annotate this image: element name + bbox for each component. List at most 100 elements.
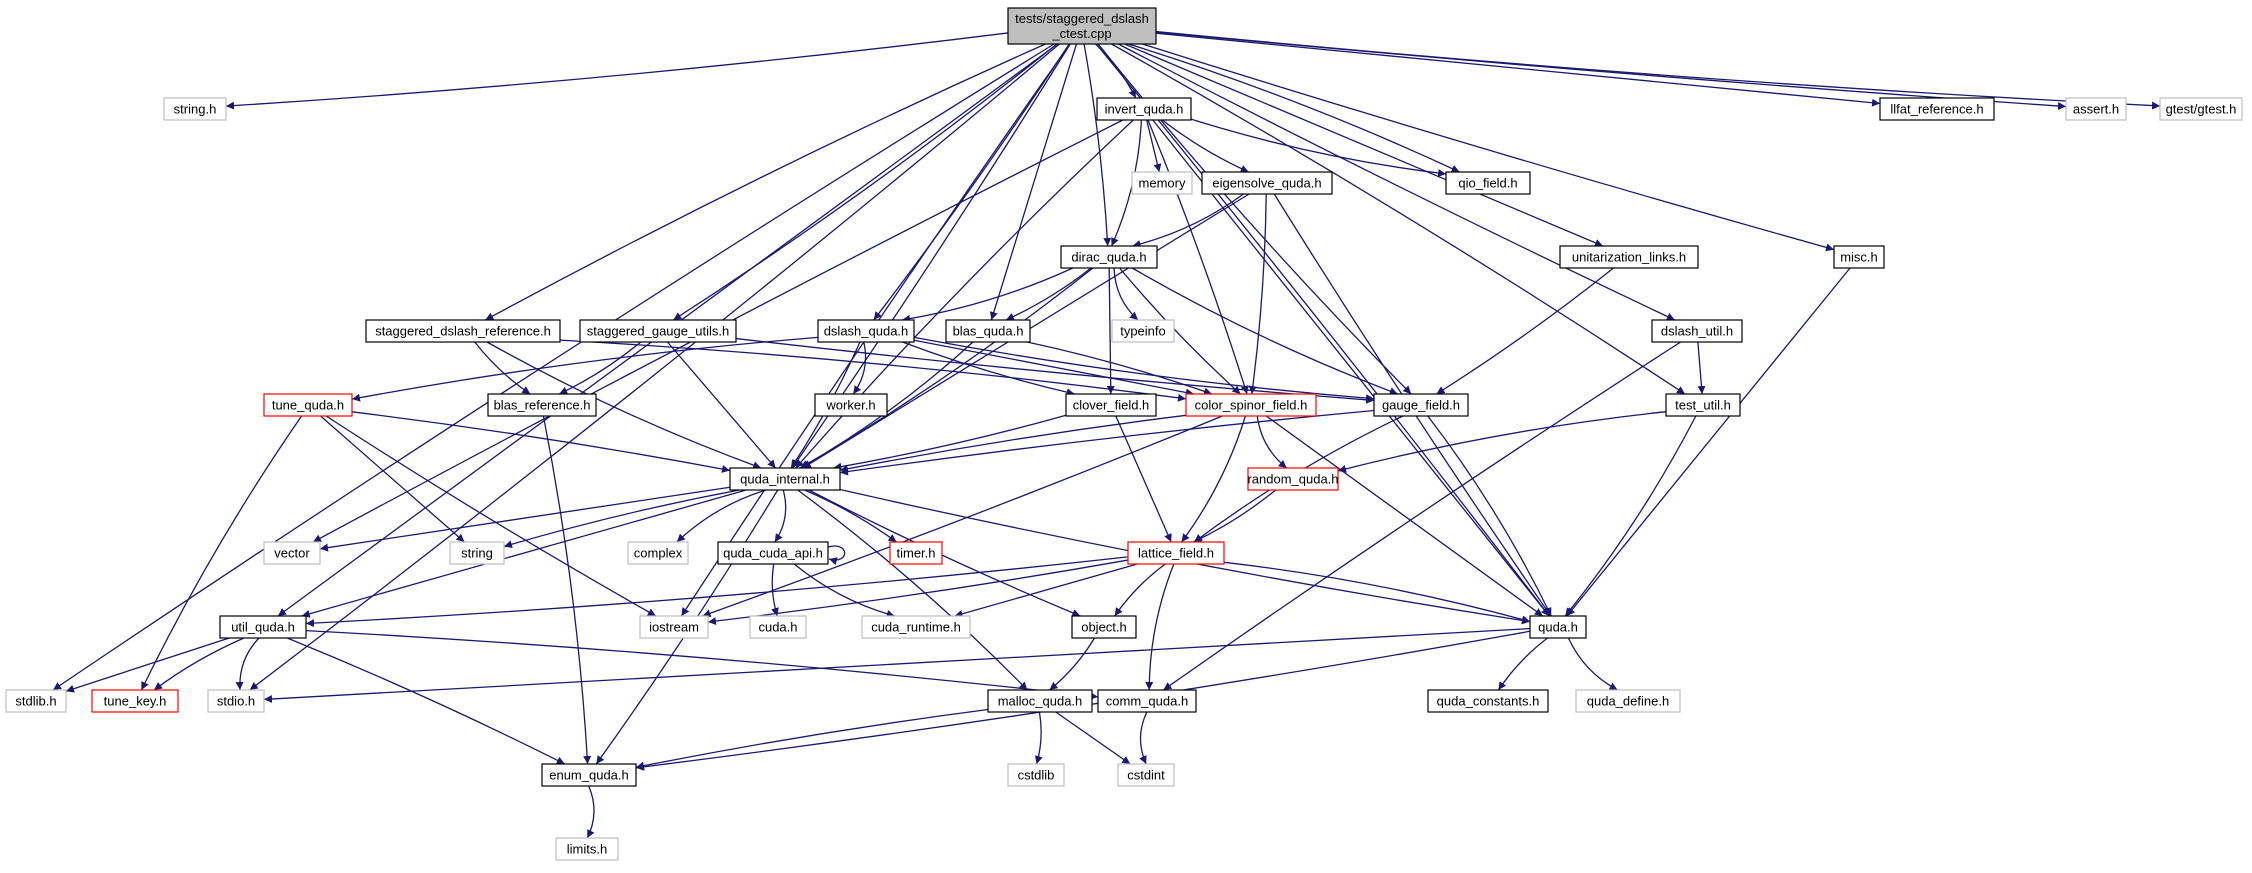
- edge-dirac_quda-to-blas_quda: [1005, 267, 1092, 321]
- node-box: [1529, 615, 1587, 639]
- node-object[interactable]: object.h: [1071, 615, 1137, 639]
- node-label: dslash_quda.h: [824, 324, 909, 339]
- node-string[interactable]: string: [449, 541, 505, 565]
- node-random_quda[interactable]: random_quda.h: [1247, 467, 1339, 491]
- edge-dirac_quda-to-color_spinor_field: [1119, 267, 1241, 395]
- node-string_h[interactable]: string.h: [163, 97, 227, 121]
- edge-unitarization-to-gauge_field: [1436, 267, 1614, 395]
- node-comm_quda[interactable]: comm_quda.h: [1097, 689, 1197, 713]
- node-complex[interactable]: complex: [627, 541, 689, 565]
- node-timer[interactable]: timer.h: [889, 541, 943, 565]
- node-vector[interactable]: vector: [263, 541, 321, 565]
- node-dslash_util[interactable]: dslash_util.h: [1651, 319, 1743, 343]
- edge-quda_cuda_api-to-quda_cuda_api: [827, 545, 846, 566]
- edge-util_quda-to-tune_key: [153, 637, 245, 691]
- edge-color_spinor_field-to-random_quda: [1256, 415, 1288, 469]
- edge-malloc_quda-to-enum_quda: [635, 708, 989, 770]
- node-cstdlib[interactable]: cstdlib: [1007, 763, 1065, 787]
- edge-util_quda-to-comm_quda: [305, 629, 1099, 700]
- node-dirac_quda[interactable]: dirac_quda.h: [1060, 245, 1158, 269]
- edge-root-to-dirac_quda: [1083, 43, 1112, 247]
- edge-blas_reference-to-enum_quda: [542, 415, 592, 765]
- edge-color_spinor_field-to-iostream: [702, 415, 1223, 618]
- node-gtest[interactable]: gtest/gtest.h: [2159, 97, 2243, 121]
- node-quda_h[interactable]: quda.h: [1529, 615, 1587, 639]
- node-tune_key[interactable]: tune_key.h: [91, 689, 179, 713]
- edge-misc-to-quda_h: [1566, 267, 1851, 617]
- edge-dslash_quda-to-clover_field: [902, 341, 1075, 397]
- edge-stag_dslash_ref-to-color_spinor_field: [559, 339, 1187, 402]
- node-test_util[interactable]: test_util.h: [1665, 393, 1741, 417]
- edge-root-to-quda_h: [1095, 43, 1550, 617]
- edge-lattice_field-to-object: [1114, 563, 1166, 617]
- node-stdlib[interactable]: stdlib.h: [5, 689, 67, 713]
- node-label: dslash_util.h: [1661, 324, 1733, 339]
- node-box: [1097, 689, 1197, 713]
- node-box: [263, 541, 321, 565]
- edge-dslash_quda-to-gauge_field: [913, 336, 1375, 403]
- edge-util_quda-to-stdio: [235, 637, 260, 691]
- node-label: eigensolve_quda.h: [1212, 176, 1321, 191]
- edge-stag_gauge_utils-to-quda_internal: [666, 341, 777, 469]
- node-color_spinor_field[interactable]: color_spinor_field.h: [1185, 393, 1317, 417]
- node-label: _ctest.cpp: [1051, 26, 1111, 41]
- node-lattice_field[interactable]: lattice_field.h: [1127, 541, 1225, 565]
- edge-gauge_field-to-quda_h: [1427, 415, 1552, 617]
- edge-root-to-llfat_reference: [1155, 32, 1881, 107]
- node-typeinfo[interactable]: typeinfo: [1111, 319, 1175, 343]
- node-label: misc.h: [1840, 250, 1878, 265]
- node-root[interactable]: tests/staggered_dslash_ctest.cpp: [1007, 7, 1157, 45]
- node-limits[interactable]: limits.h: [555, 837, 619, 861]
- node-stdio[interactable]: stdio.h: [207, 689, 265, 713]
- node-memory[interactable]: memory: [1131, 171, 1193, 195]
- node-label: gtest/gtest.h: [2166, 102, 2237, 117]
- edge-stag_gauge_utils-to-gauge_field: [735, 337, 1375, 404]
- node-box: [2159, 97, 2243, 121]
- node-qio_field[interactable]: qio_field.h: [1445, 171, 1531, 195]
- node-dslash_quda[interactable]: dslash_quda.h: [817, 319, 915, 343]
- edge-root-to-gtest: [1155, 30, 2161, 110]
- node-label: lattice_field.h: [1138, 546, 1214, 561]
- node-blas_quda[interactable]: blas_quda.h: [945, 319, 1031, 343]
- edge-dirac_quda-to-clover_field: [1106, 267, 1115, 395]
- node-llfat_reference[interactable]: llfat_reference.h: [1879, 97, 1995, 121]
- node-quda_cuda_api[interactable]: quda_cuda_api.h: [717, 541, 829, 565]
- edge-quda_internal-to-malloc_quda: [797, 489, 1028, 691]
- node-cuda_runtime[interactable]: cuda_runtime.h: [861, 615, 971, 639]
- node-label: memory: [1139, 176, 1186, 191]
- node-malloc_quda[interactable]: malloc_quda.h: [987, 689, 1093, 713]
- node-misc[interactable]: misc.h: [1833, 245, 1885, 269]
- node-box: [814, 393, 888, 417]
- node-blas_reference[interactable]: blas_reference.h: [487, 393, 597, 417]
- node-quda_define[interactable]: quda_define.h: [1575, 689, 1681, 713]
- node-box: [945, 319, 1031, 343]
- node-label: blas_quda.h: [953, 324, 1024, 339]
- node-label: qio_field.h: [1458, 176, 1517, 191]
- node-worker[interactable]: worker.h: [814, 393, 888, 417]
- node-iostream[interactable]: iostream: [639, 615, 709, 639]
- node-invert_quda[interactable]: invert_quda.h: [1096, 97, 1192, 121]
- edge-root-to-misc: [1142, 43, 1835, 252]
- node-clover_field[interactable]: clover_field.h: [1065, 393, 1157, 417]
- node-box: [1065, 393, 1157, 417]
- node-box: [861, 615, 971, 639]
- node-box: [1007, 763, 1065, 787]
- node-quda_internal[interactable]: quda_internal.h: [729, 467, 841, 491]
- edge-quda_h-to-quda_constants: [1497, 637, 1548, 691]
- node-util_quda[interactable]: util_quda.h: [219, 615, 307, 639]
- node-unitarization[interactable]: unitarization_links.h: [1559, 245, 1699, 269]
- edge-eigensolve-to-dirac_quda: [1132, 193, 1244, 248]
- node-enum_quda[interactable]: enum_quda.h: [541, 763, 637, 787]
- node-stag_dslash_ref[interactable]: staggered_dslash_reference.h: [365, 319, 561, 343]
- node-cuda_h[interactable]: cuda.h: [749, 615, 807, 639]
- node-eigensolve[interactable]: eigensolve_quda.h: [1201, 171, 1333, 195]
- node-gauge_field[interactable]: gauge_field.h: [1373, 393, 1469, 417]
- edge-quda_internal-to-quda_cuda_api: [774, 489, 787, 543]
- node-assert_h[interactable]: assert.h: [2065, 97, 2127, 121]
- node-tune_quda[interactable]: tune_quda.h: [263, 393, 353, 417]
- node-stag_gauge_utils[interactable]: staggered_gauge_utils.h: [579, 319, 737, 343]
- node-label: tune_quda.h: [272, 398, 344, 413]
- node-quda_constants[interactable]: quda_constants.h: [1427, 689, 1549, 713]
- node-cstdint[interactable]: cstdint: [1117, 763, 1175, 787]
